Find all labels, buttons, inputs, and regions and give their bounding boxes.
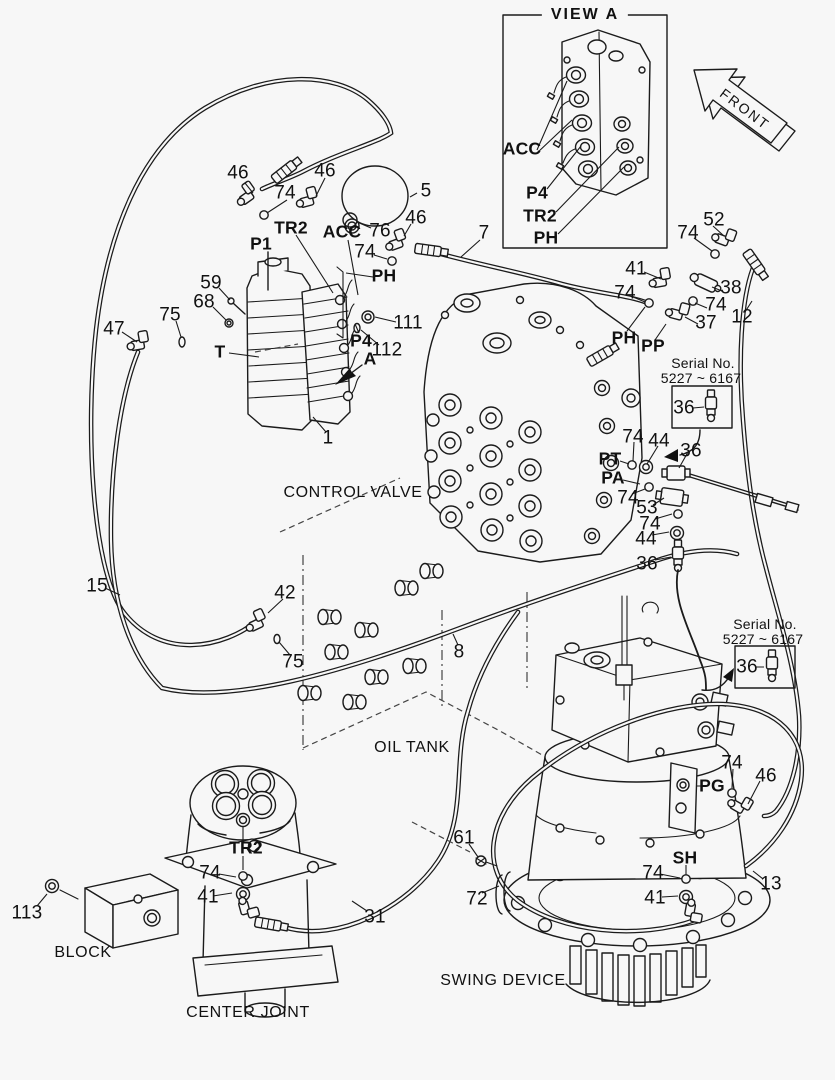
front-arrow <box>693 68 796 152</box>
port-pa: PA <box>601 467 625 488</box>
part-74-k: 74 <box>199 862 221 884</box>
part-74-f: 74 <box>622 426 644 448</box>
part-31: 31 <box>364 906 386 928</box>
viewa-port-p4: P4 <box>526 182 548 203</box>
viewa-port-ph: PH <box>533 227 559 248</box>
port-ph-top: PH <box>371 265 397 286</box>
part-41-b: 41 <box>644 887 666 909</box>
part-52: 52 <box>703 209 725 231</box>
part-59: 59 <box>200 272 222 294</box>
valve-top-fittings <box>644 223 771 323</box>
view-a-title: VIEW A <box>541 7 629 23</box>
part-36-d: 36 <box>736 656 758 678</box>
hose-7 <box>427 248 653 307</box>
viewa-port-tr2: TR2 <box>523 205 557 226</box>
part-72: 72 <box>466 888 488 910</box>
part-37: 37 <box>695 312 717 334</box>
leader-lines <box>36 80 764 912</box>
serial2-line1: Serial No. <box>733 616 797 632</box>
part-38: 38 <box>720 277 742 299</box>
serial2-line2: 5227 ~ 6167 <box>722 631 804 647</box>
viewa-port-acc: ACC <box>502 138 542 159</box>
part-76: 76 <box>369 220 391 242</box>
part-44-a: 44 <box>648 430 670 452</box>
hose-12 <box>738 265 802 819</box>
part-74-a: 74 <box>274 182 296 204</box>
part-113: 113 <box>11 902 43 924</box>
part-46-c: 46 <box>405 207 427 229</box>
part-36-a: 36 <box>673 397 695 419</box>
part-74-b: 74 <box>354 241 376 263</box>
pt-pa-fittings <box>627 459 800 691</box>
part-111: 111 <box>393 312 423 334</box>
label-oil-tank: OIL TANK <box>374 739 450 756</box>
port-t: T <box>214 341 226 362</box>
part-61: 61 <box>453 827 475 849</box>
oil-tank-outline <box>279 477 559 765</box>
part-53: 53 <box>636 497 658 519</box>
view-arrow-letter: A <box>363 348 377 369</box>
hose-31 <box>281 609 521 934</box>
label-block: BLOCK <box>54 944 112 961</box>
part-74-g: 74 <box>617 487 639 509</box>
port-acc-top: ACC <box>322 221 362 242</box>
part-1: 1 <box>322 427 334 449</box>
port-pt: PT <box>598 448 622 469</box>
part-75-a: 75 <box>159 304 181 326</box>
label-control-valve: CONTROL VALVE <box>283 484 423 501</box>
part-36-c: 36 <box>636 553 658 575</box>
port-p1: P1 <box>250 233 272 254</box>
part-41-c: 41 <box>197 886 219 908</box>
port-tr2-joint: TR2 <box>229 837 263 858</box>
part-68: 68 <box>193 291 215 313</box>
pilot-valve-drawing <box>124 251 375 431</box>
part-74-j: 74 <box>642 862 664 884</box>
accumulator-drawing <box>341 165 409 234</box>
part-74-d: 74 <box>614 282 636 304</box>
serial-box-2 <box>701 645 796 692</box>
part-36-b: 36 <box>680 440 702 462</box>
part-8: 8 <box>453 641 465 663</box>
port-tr2-top: TR2 <box>274 217 308 238</box>
serial-box-1 <box>664 385 733 462</box>
front-label: FRONT <box>716 85 774 133</box>
pilot-hose-fittings <box>229 155 450 645</box>
port-pg: PG <box>699 775 725 796</box>
part-74-h: 74 <box>639 513 661 535</box>
serial1-line2: 5227 ~ 6167 <box>660 370 742 386</box>
part-13: 13 <box>760 873 782 895</box>
part-74-i: 74 <box>721 752 743 774</box>
part-46-a: 46 <box>227 162 249 184</box>
part-5: 5 <box>420 180 432 202</box>
control-valve-drawing <box>423 282 643 563</box>
center-joint-drawing <box>164 765 339 1018</box>
label-swing-device: SWING DEVICE <box>440 972 566 989</box>
label-center-joint: CENTER JOINT <box>186 1004 310 1021</box>
part-12: 12 <box>731 306 753 328</box>
port-pp: PP <box>641 335 665 356</box>
hose-13 <box>490 701 805 934</box>
hose-8 <box>108 349 740 695</box>
part-42: 42 <box>274 582 296 604</box>
part-74-e: 74 <box>705 294 727 316</box>
part-47: 47 <box>103 318 125 340</box>
part-15: 15 <box>86 575 108 597</box>
part-7: 7 <box>478 222 490 244</box>
block-drawing <box>42 873 179 949</box>
part-74-c: 74 <box>677 222 699 244</box>
part-46-b: 46 <box>314 160 336 182</box>
part-41-a: 41 <box>625 258 647 280</box>
swing-fittings <box>411 788 755 924</box>
port-ph-valve: PH <box>611 327 637 348</box>
part-44-b: 44 <box>635 528 657 550</box>
part-75-b: 75 <box>282 651 304 673</box>
port-sh: SH <box>672 847 698 868</box>
port-p4-pilot: P4 <box>350 330 372 351</box>
part-112: 112 <box>371 339 403 361</box>
serial1-line1: Serial No. <box>671 355 735 371</box>
part-46-d: 46 <box>755 765 777 787</box>
